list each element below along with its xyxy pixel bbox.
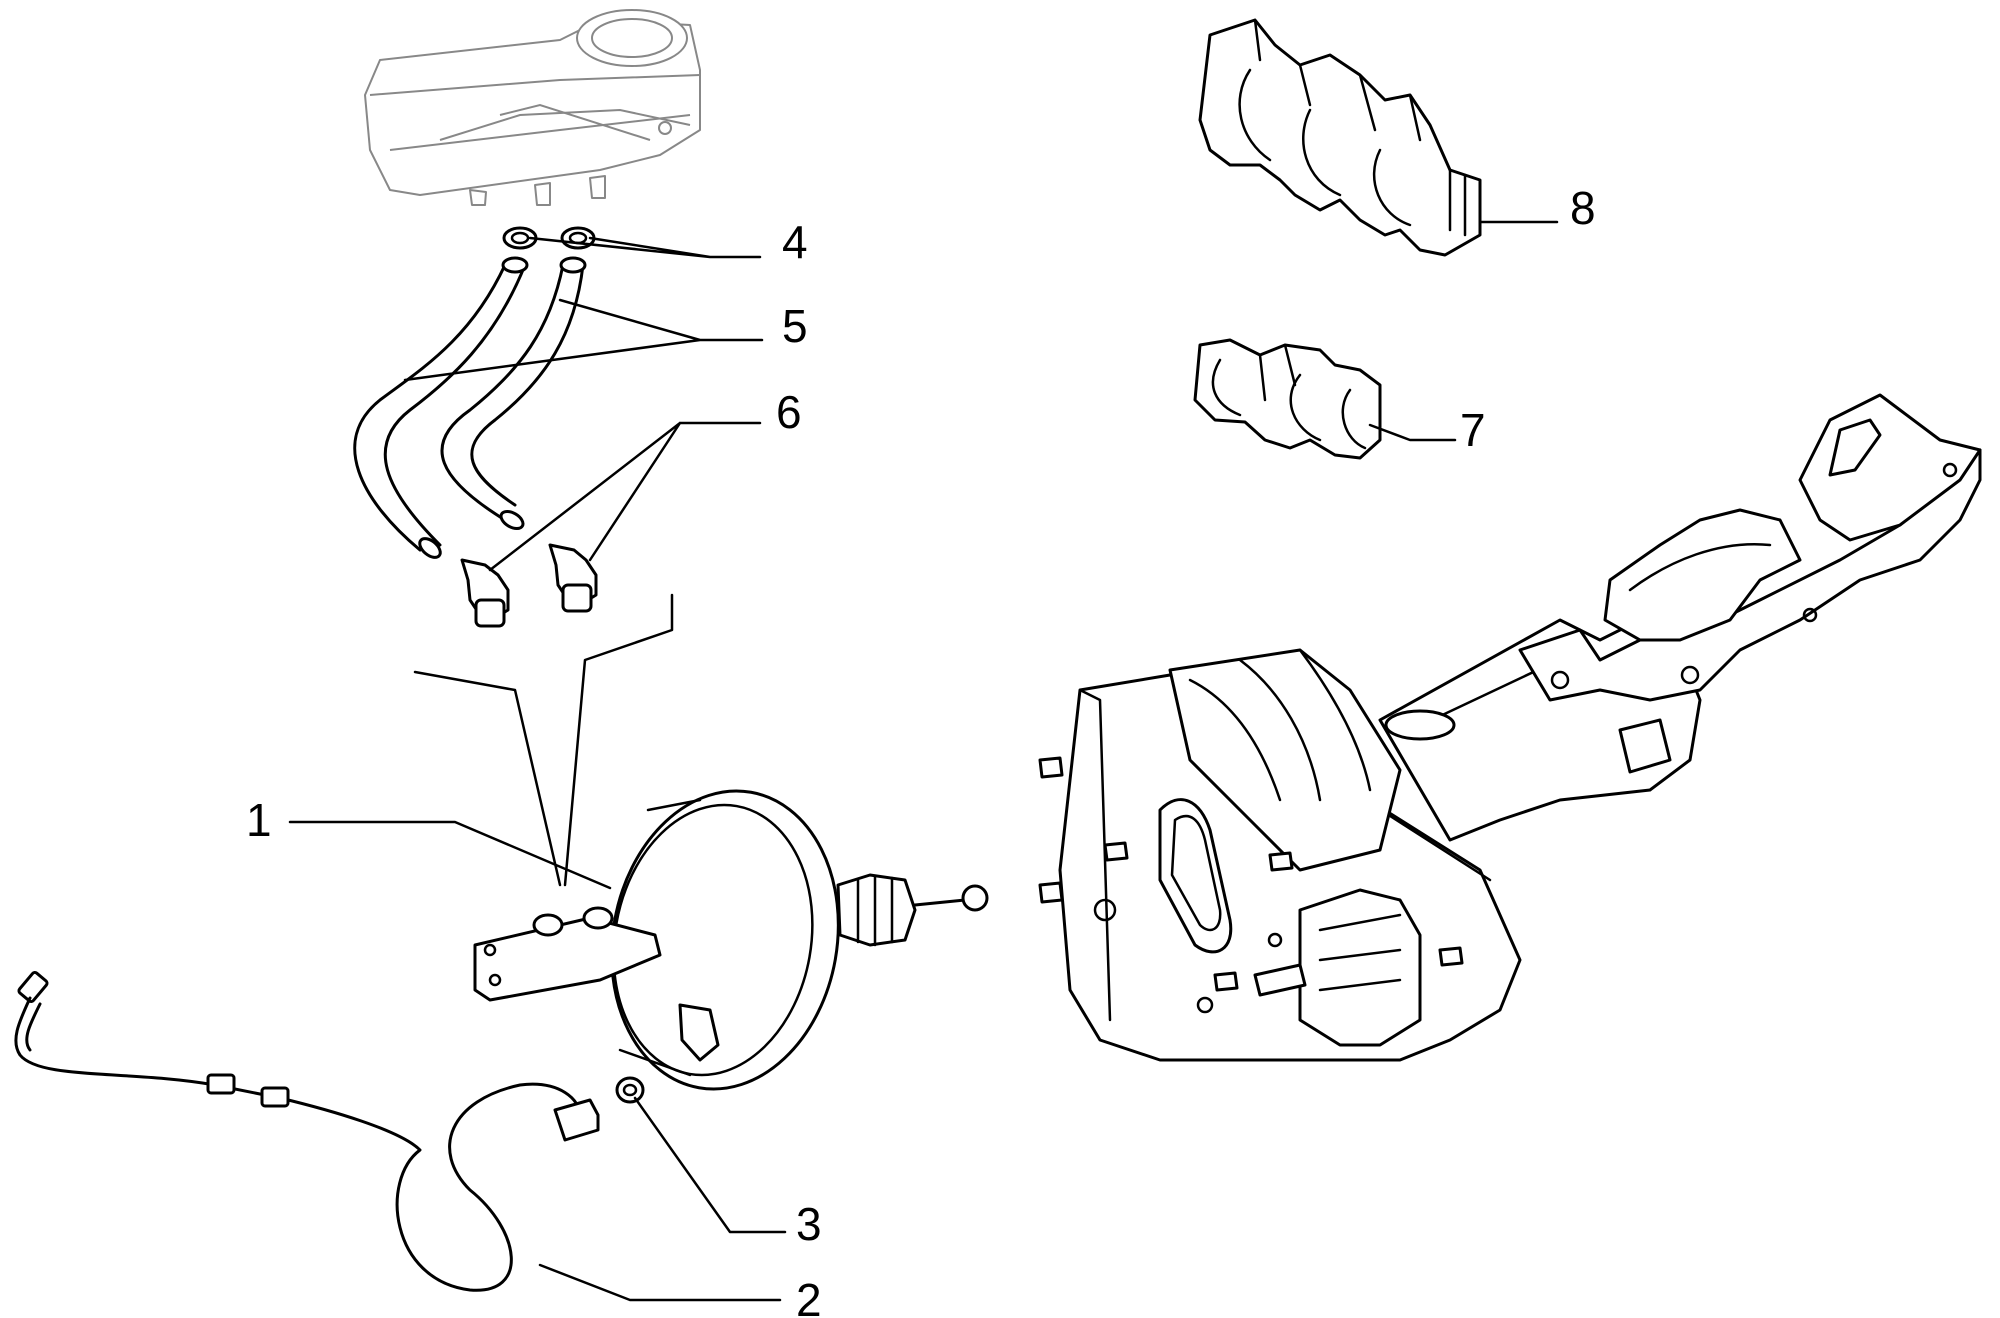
callout-4: 4 [782, 216, 808, 268]
callout-labels: 1 2 3 4 5 6 7 8 [246, 182, 1596, 1318]
leader-lines [288, 220, 1559, 1302]
hose-clamps [502, 226, 596, 250]
brake-fluid-reservoir [364, 9, 701, 206]
nut [615, 1076, 645, 1104]
callout-5: 5 [782, 300, 808, 352]
fluid-hoses [353, 256, 587, 559]
brake-pipe [14, 970, 600, 1292]
callout-3: 3 [796, 1198, 822, 1250]
callout-8: 8 [1570, 182, 1596, 234]
callout-6: 6 [776, 386, 802, 438]
callout-2: 2 [796, 1274, 822, 1318]
assembly-bracket-lines [413, 593, 674, 887]
elbow-fittings [460, 543, 598, 628]
brake-servo-master-cylinder [473, 789, 989, 1091]
triple-pipe-clip [1198, 18, 1482, 257]
callout-1: 1 [246, 794, 272, 846]
pedal-box-bracket [1038, 393, 1982, 1062]
double-pipe-clip [1193, 338, 1382, 460]
callout-7: 7 [1460, 404, 1486, 456]
